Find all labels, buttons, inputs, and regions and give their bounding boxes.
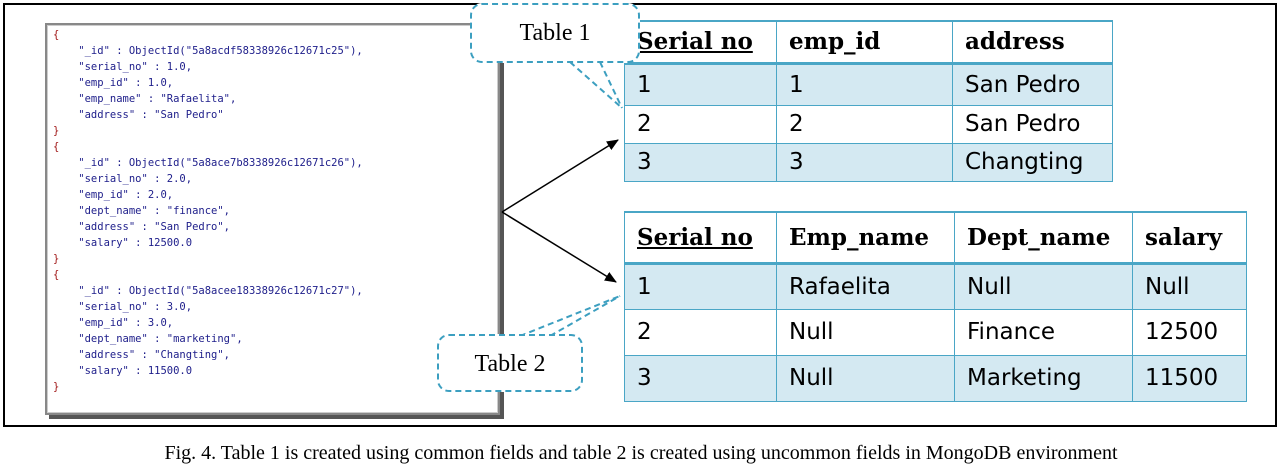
code-line: "serial_no" : 2.0,	[78, 173, 193, 185]
table1-cell: 3	[624, 142, 777, 182]
callout2-pointer	[519, 295, 621, 337]
code-line: {	[53, 29, 60, 41]
mongodb-documents-panel: { "_id" : ObjectId("5a8acdf58338926c1267…	[45, 23, 500, 415]
code-listing: { "_id" : ObjectId("5a8acdf58338926c1267…	[47, 25, 498, 395]
table2-cell: 12500	[1132, 308, 1247, 356]
arrow-to-table2	[501, 211, 617, 283]
table1-cell: 1	[776, 62, 953, 106]
table2-header-emp-name: Emp_name	[776, 211, 955, 265]
table2-header-row: Serial no Emp_name Dept_name salary	[624, 211, 1247, 265]
figure-frame	[3, 3, 1277, 427]
table2-cell: Marketing	[954, 354, 1133, 402]
table1-cell: 2	[776, 104, 953, 144]
table-2: Serial no Emp_name Dept_name salary 1 Ra…	[624, 211, 1247, 402]
code-line: "_id" : ObjectId("5a8acdf58338926c12671c…	[78, 45, 363, 57]
code-line: "dept_name" : "marketing",	[78, 333, 243, 345]
table2-cell: Null	[776, 354, 955, 402]
table1-header-serial-no: Serial no	[624, 20, 777, 65]
code-line: "serial_no" : 1.0,	[78, 61, 193, 73]
table2-cell: Rafaelita	[776, 262, 955, 310]
table1-header-row: Serial no emp_id address	[624, 20, 1113, 65]
table1-cell: San Pedro	[952, 104, 1113, 144]
table-row: 3 Null Marketing 11500	[624, 354, 1247, 402]
table-row: 3 3 Changting	[624, 142, 1113, 182]
code-line: {	[53, 141, 60, 153]
table-row: 2 Null Finance 12500	[624, 308, 1247, 356]
table2-cell: Null	[954, 262, 1133, 310]
table2-cell: Null	[1132, 262, 1247, 310]
callout1-pointer	[569, 61, 623, 109]
table1-header-emp-id: emp_id	[776, 20, 953, 65]
callout-table2: Table 2	[437, 334, 583, 392]
table-row: 1 1 San Pedro	[624, 62, 1113, 106]
code-line: "emp_id" : 2.0,	[78, 189, 174, 201]
table1-cell: 3	[776, 142, 953, 182]
code-line: "_id" : ObjectId("5a8ace7b8338926c12671c…	[78, 157, 363, 169]
code-line: "dept_name" : "finance",	[78, 205, 231, 217]
table2-header-salary: salary	[1132, 211, 1247, 265]
code-line: "emp_name" : "Rafaelita",	[78, 93, 237, 105]
code-line: }	[53, 125, 60, 137]
code-line: "address" : "San Pedro",	[78, 221, 231, 233]
code-line: "serial_no" : 3.0,	[78, 301, 193, 313]
table1-cell: 2	[624, 104, 777, 144]
table-1: Serial no emp_id address 1 1 San Pedro 2…	[624, 20, 1113, 182]
table-row: 2 2 San Pedro	[624, 104, 1113, 144]
table2-cell: 11500	[1132, 354, 1247, 402]
code-line: "address" : "San Pedro"	[78, 109, 224, 121]
table2-cell: Finance	[954, 308, 1133, 356]
table-row: 1 Rafaelita Null Null	[624, 262, 1247, 310]
table2-cell: 3	[624, 354, 777, 402]
table1-cell: 1	[624, 62, 777, 106]
table2-header-dept-name: Dept_name	[954, 211, 1133, 265]
code-line: "salary" : 11500.0	[78, 365, 193, 377]
callout1-pointer-2	[599, 61, 623, 109]
code-line: {	[53, 269, 60, 281]
code-line: "_id" : ObjectId("5a8acee18338926c12671c…	[78, 285, 363, 297]
table2-cell: 2	[624, 308, 777, 356]
table2-cell: Null	[776, 308, 955, 356]
table1-cell: San Pedro	[952, 62, 1113, 106]
code-line: }	[53, 253, 60, 265]
callout2-pointer-2	[549, 295, 621, 337]
figure-caption: Fig. 4. Table 1 is created using common …	[164, 442, 1118, 464]
code-line: }	[53, 381, 60, 393]
table2-header-serial-no: Serial no	[624, 211, 777, 265]
code-line: "emp_id" : 1.0,	[78, 77, 174, 89]
callout-table1: Table 1	[470, 3, 640, 63]
arrow-to-table1	[501, 139, 619, 213]
code-line: "salary" : 12500.0	[78, 237, 193, 249]
code-line: "address" : "Changting",	[78, 349, 231, 361]
table1-header-address: address	[952, 20, 1113, 65]
table2-cell: 1	[624, 262, 777, 310]
code-line: "emp_id" : 3.0,	[78, 317, 174, 329]
table1-cell: Changting	[952, 142, 1113, 182]
